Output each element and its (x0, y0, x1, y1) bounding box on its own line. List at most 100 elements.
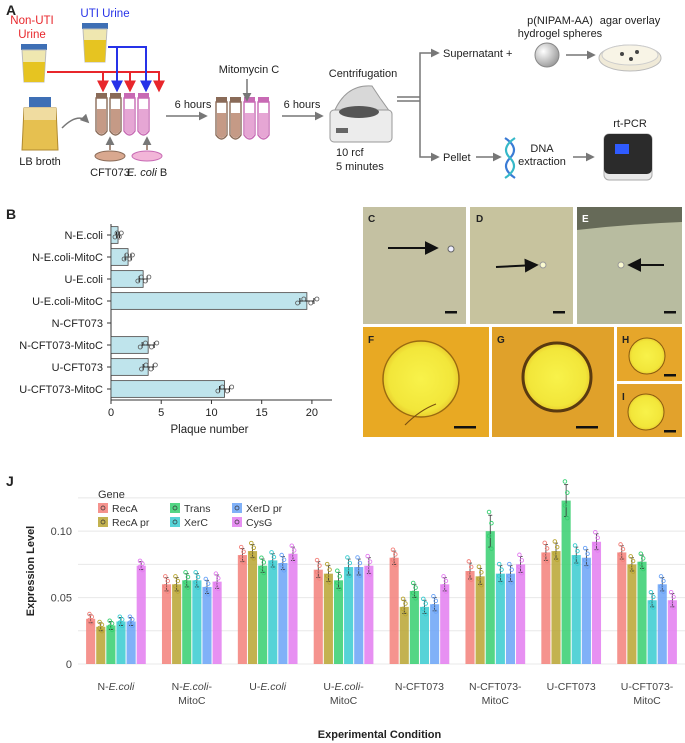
micrograph-d: D (470, 207, 573, 324)
data-point (241, 549, 246, 554)
x-axis-label: Experimental Condition (318, 729, 442, 741)
bar (110, 380, 225, 398)
data-point (99, 628, 105, 634)
bar (399, 606, 409, 664)
category-label: U-CFT073- (621, 681, 674, 693)
data-point (400, 596, 406, 602)
bar (561, 500, 571, 664)
y-tick-label: 0.10 (51, 526, 72, 538)
bar (516, 564, 526, 664)
data-point (431, 593, 436, 599)
data-point (671, 594, 676, 600)
bar (192, 580, 202, 664)
category-label: U-CFT073-MitoC (19, 384, 103, 396)
data-point (620, 546, 626, 552)
data-point (367, 559, 373, 564)
tube-liquid (245, 113, 254, 138)
category-label-line2: MitoC (178, 695, 206, 707)
data-point (509, 580, 514, 585)
x-tick-label: 5 (158, 407, 164, 419)
data-point (205, 592, 211, 597)
legend-label: RecA (112, 503, 138, 515)
data-point (289, 543, 295, 549)
x-axis-label: Plaque number (171, 424, 249, 436)
ecoli-b-bacteria-icon (131, 150, 163, 162)
legend-marker (100, 519, 106, 525)
data-point (476, 576, 482, 581)
tube-liquid (217, 113, 226, 138)
agar-petri-dish-icon (598, 44, 662, 72)
data-point (499, 580, 504, 585)
centrifuge-icon (329, 85, 393, 143)
data-point (496, 573, 502, 579)
category-label-suffix: - (208, 681, 212, 693)
data-point (205, 581, 211, 586)
data-point (238, 554, 244, 560)
data-point (251, 556, 256, 561)
data-point (671, 605, 676, 610)
bar (389, 557, 399, 664)
panel-label-i: I (622, 392, 625, 403)
bar (409, 590, 419, 664)
data-point (327, 567, 332, 572)
data-point (279, 552, 284, 558)
data-point (317, 576, 322, 581)
bar (440, 584, 450, 664)
data-point (127, 256, 133, 262)
data-point (544, 558, 550, 564)
bar (551, 551, 561, 664)
data-point (640, 556, 646, 561)
data-point (291, 548, 297, 553)
data-point (575, 548, 580, 554)
legend-swatch (232, 517, 242, 527)
data-point (261, 570, 267, 576)
data-point (400, 606, 406, 612)
data-point (109, 621, 115, 626)
legend-marker (234, 505, 240, 511)
data-point (314, 569, 320, 575)
data-point (224, 388, 230, 394)
legend-label: CysG (246, 517, 272, 529)
data-point (107, 618, 112, 623)
data-point (552, 539, 558, 544)
panel-label-b: B (6, 206, 16, 222)
data-point (327, 580, 332, 585)
data-point (658, 584, 664, 589)
data-point (238, 544, 244, 550)
category-label: N-E.coli (64, 230, 103, 242)
data-point (107, 624, 112, 629)
data-point (668, 590, 674, 595)
category-label-suffix: - (360, 681, 364, 693)
micrograph-i: I (617, 384, 682, 437)
data-point (410, 580, 416, 586)
legend-label: XerD pr (246, 503, 283, 515)
micrograph-g: G (492, 327, 614, 437)
data-point (138, 274, 144, 280)
data-point (117, 620, 123, 625)
bar (86, 618, 96, 664)
culture-tubes-incubated (215, 97, 270, 140)
plaque-f (382, 340, 460, 418)
six-hours-1-label: 6 hours (175, 99, 212, 111)
data-point (269, 550, 274, 555)
hydrogel-sphere-icon (534, 42, 560, 68)
bar (182, 580, 192, 664)
data-point (355, 567, 360, 572)
data-point (163, 584, 168, 589)
panel-label-a: A (6, 2, 16, 18)
data-point (314, 557, 320, 563)
data-point (195, 574, 201, 580)
data-point (517, 552, 522, 558)
data-point (129, 252, 135, 258)
category-label-italic: E.coli (260, 681, 286, 693)
data-point (499, 567, 504, 572)
bar (419, 606, 430, 664)
data-point (517, 564, 522, 569)
data-point (109, 627, 115, 633)
scale-bar-c (445, 311, 457, 314)
tube-cap (258, 97, 269, 102)
category-label: N-CFT073 (52, 318, 103, 330)
x-tick-label: 15 (256, 407, 268, 419)
uti-urine-label: UTI Urine (80, 8, 129, 20)
